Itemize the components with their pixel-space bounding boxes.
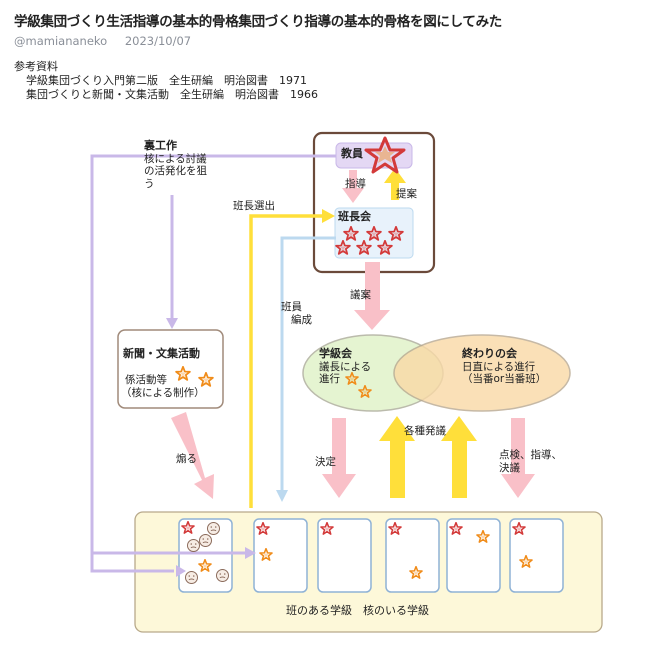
proposal-arrow xyxy=(384,168,406,200)
yellow-arrows xyxy=(379,168,477,498)
agitate-arrow xyxy=(171,412,214,499)
teacher-label: 教員 xyxy=(341,147,363,160)
post-title: 学級集団づくり生活指導の基本的骨格集団づくり指導の基本的骨格を図にしてみた xyxy=(14,14,502,30)
backstage-note: 裏工作 核による討議 の活発化を狙 う xyxy=(144,139,207,190)
author-handle[interactable]: @mamiananeko xyxy=(14,34,108,48)
motion-arrow xyxy=(354,262,390,330)
group-box xyxy=(317,518,372,593)
newspaper-box xyxy=(117,329,224,409)
leader-election-label: 班長選出 xyxy=(233,200,275,212)
election-connector xyxy=(249,214,322,508)
references: 参考資料 学級集団づくり入門第二版 全生研編 明治図書 1971 集団づくりと新… xyxy=(14,60,318,102)
group-box xyxy=(509,518,564,593)
backstage-arrowheads xyxy=(166,318,256,577)
group-boxes xyxy=(178,518,564,593)
post-meta: @mamiananeko 2023/10/07 xyxy=(14,34,205,48)
formation-connector xyxy=(280,236,336,490)
references-heading: 参考資料 xyxy=(14,60,58,73)
newspaper-lines: 係活動等 （核による制作） xyxy=(121,374,205,399)
various-proposals-label: 各種発議 xyxy=(404,425,446,437)
proposal-up-arrow-2 xyxy=(441,416,477,498)
post-date: 2023/10/07 xyxy=(124,34,192,48)
proposal-up-arrow-1 xyxy=(379,416,415,498)
agitate-label: 煽る xyxy=(176,453,197,465)
reference-item: 学級集団づくり入門第二版 全生研編 明治図書 1971 xyxy=(26,74,307,87)
guidance-arrow xyxy=(342,170,364,203)
guidance-label: 指導 xyxy=(345,178,366,190)
check-arrow xyxy=(501,418,535,498)
group-box xyxy=(385,518,440,593)
group-box xyxy=(253,518,308,593)
backstage-connectors xyxy=(90,154,336,573)
decision-label: 決定 xyxy=(315,456,336,468)
class-meeting-text: 学級会 議長による 進行 xyxy=(319,347,372,385)
motion-label: 議案 xyxy=(350,289,371,301)
newspaper-title: 新聞・文集活動 xyxy=(123,347,200,360)
closing-meeting-text: 終わりの会 日直による進行 （当番or当番班） xyxy=(462,347,547,385)
member-formation-label: 班員 編成 xyxy=(281,301,312,326)
teacher-star-icon xyxy=(364,136,406,174)
class-caption: 班のある学級 核のいる学級 xyxy=(286,604,429,617)
proposal-label: 提案 xyxy=(396,188,417,200)
reference-item: 集団づくりと新聞・文集活動 全生研編 明治図書 1966 xyxy=(26,88,318,101)
pink-arrows xyxy=(171,170,535,499)
check-label: 点検、指導、 決議 xyxy=(499,449,562,474)
decision-arrow xyxy=(322,418,356,498)
leaders-council-label: 班長会 xyxy=(338,210,371,223)
closing-meeting-circle xyxy=(393,334,571,412)
